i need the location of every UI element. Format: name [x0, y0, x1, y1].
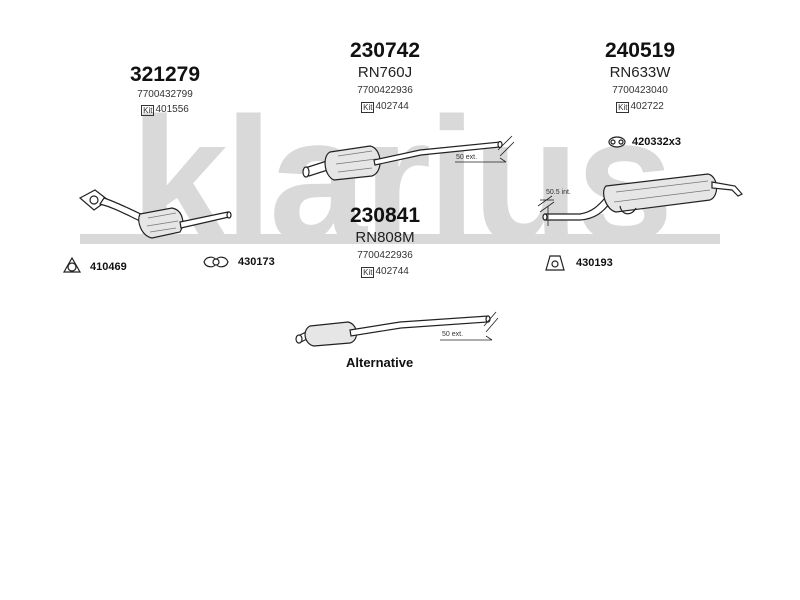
- accessory-code-420332x3: 420332x3: [632, 136, 681, 148]
- alt-dimension-leader: [440, 335, 493, 341]
- hanger-icon: [608, 136, 626, 148]
- kit-icon: Kit: [141, 104, 155, 116]
- kit-row: Kit 401556: [110, 104, 220, 116]
- kit-icon: Kit: [361, 266, 375, 278]
- part-block-230841: 230841 RN808M 7700422936 Kit 402744: [330, 205, 440, 278]
- ring-clamp-icon: [62, 256, 82, 273]
- centre-section-230841-drawing: [295, 311, 499, 347]
- kit-icon: Kit: [616, 101, 630, 113]
- kit-row: Kit 402744: [330, 266, 440, 278]
- hanger-bracket: [619, 205, 637, 215]
- oe-number: 7700432799: [137, 89, 193, 100]
- dimension-leader: [455, 157, 507, 163]
- accessory-code-410469: 410469: [90, 261, 127, 273]
- alt-silencer-body: [304, 321, 358, 347]
- rear-inlet-pipe: [544, 197, 611, 221]
- accessory-code-430173: 430173: [238, 256, 275, 268]
- kit-row: Kit 402722: [585, 101, 695, 113]
- rear-cut-mark: [537, 195, 555, 213]
- watermark-text: klarius: [130, 82, 669, 278]
- oe-number: 7700422936: [357, 85, 413, 96]
- watermark-underline: [80, 234, 720, 244]
- part-number: 240519: [604, 39, 676, 62]
- kit-row: Kit 402744: [330, 101, 440, 113]
- rear-body-shading: [613, 180, 711, 203]
- tail-trim: [711, 181, 743, 197]
- front-catalyst-drawing: [78, 189, 232, 239]
- part-number: 230742: [349, 39, 421, 62]
- rear-240519-int-label: 50.5 int.: [546, 189, 571, 196]
- kit-number: 402722: [630, 101, 664, 112]
- pipe-230742-ext-label: 50 ext.: [456, 154, 478, 161]
- catalyst-body: [138, 207, 184, 239]
- model-code: RN633W: [609, 64, 671, 81]
- centre-section-230742-drawing: [302, 135, 515, 181]
- alternative-label: Alternative: [346, 355, 414, 370]
- outlet-pipe: [373, 141, 501, 166]
- rear-silencer-240519-drawing: [537, 173, 743, 226]
- alt-cut-mark: [483, 311, 499, 333]
- rear-inlet-end: [542, 213, 548, 221]
- kit-number: 402744: [375, 101, 409, 112]
- oe-number: 7700422936: [357, 250, 413, 261]
- cut-mark: [497, 135, 515, 157]
- catalyst-shading: [146, 212, 179, 233]
- rubber-mount-icon: [545, 255, 565, 271]
- model-code: RN808M: [355, 229, 415, 246]
- oe-number: 7700423040: [612, 85, 668, 96]
- accessory-code-430193: 430193: [576, 257, 613, 269]
- alt-outlet-pipe: [349, 315, 489, 337]
- alt-inlet-end: [295, 334, 303, 344]
- part-block-240519: 240519 RN633W 7700423040 Kit 402722: [585, 40, 695, 113]
- inlet-end: [302, 166, 310, 178]
- pipe-230841-ext-label: 50 ext.: [442, 331, 464, 338]
- brand-watermark: klarius: [80, 82, 720, 278]
- kit-number: 401556: [155, 104, 189, 115]
- flange-gasket-icon: [203, 256, 229, 268]
- kit-number: 402744: [375, 266, 409, 277]
- part-number: 321279: [129, 63, 201, 86]
- part-block-321279: 321279 7700432799 Kit 401556: [110, 64, 220, 116]
- pipe-end: [226, 211, 232, 219]
- body-shading: [335, 150, 377, 173]
- tail-pipe: [179, 211, 230, 229]
- part-number: 230841: [349, 204, 421, 227]
- model-code: RN760J: [357, 64, 413, 81]
- kit-icon: Kit: [361, 101, 375, 113]
- part-block-230742: 230742 RN760J 7700422936 Kit 402744: [330, 40, 440, 113]
- flange-hole: [89, 195, 99, 205]
